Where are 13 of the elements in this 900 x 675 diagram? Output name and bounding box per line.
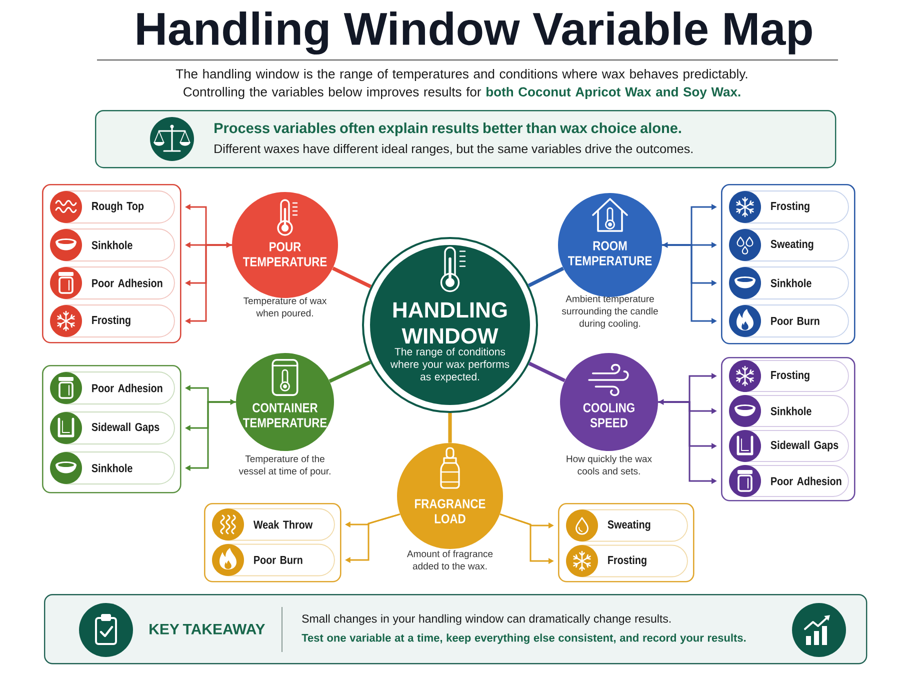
connector-line [328,360,372,383]
connector-line [528,362,566,382]
title: Handling Window Variable Map [137,11,812,55]
description-text: Temperature of wax when poured. [244,297,327,318]
description-text: Ambient temperature surrounding the candle during cooling. [562,295,658,329]
connector-line [448,413,452,443]
description-text: Temperature of the vessel at time of pour. [238,455,330,476]
connector-line [528,266,564,288]
info-banner: Process variables often explain results better than wax choice alone. Different waxes have different ideal ranges, but the same variables drive the outcomes. [95,110,836,168]
description-text: How quickly the wax cools and sets. [566,455,652,474]
connector-line [332,266,372,288]
description-text: Amount of fragrance added to the wax. [406,550,493,570]
takeaway-banner: KEY TAKEAWAY Small changes in your handling window can dramatically change results. Test one variable at a time, keep everything else consistent, and record your results. [44,594,868,664]
